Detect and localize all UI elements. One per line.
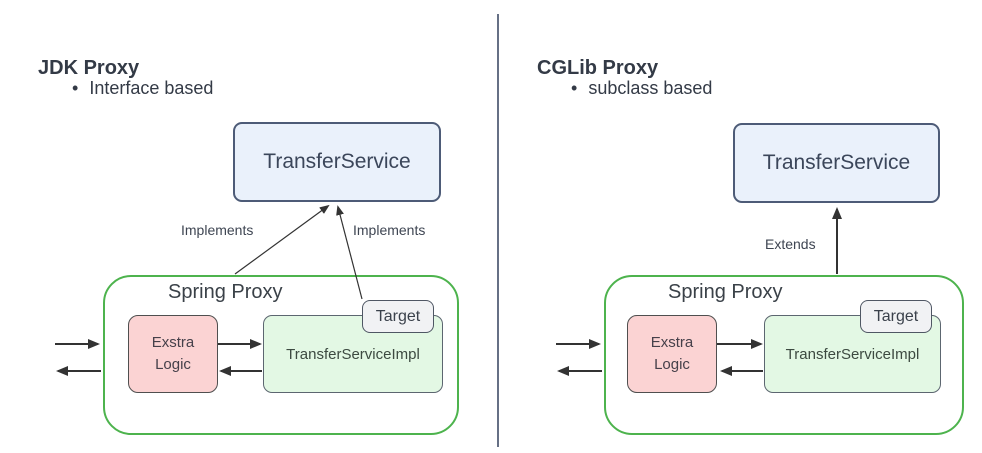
cglib-extends-label: Extends — [765, 236, 816, 252]
cglib-target-tab: Target — [860, 300, 932, 333]
jdk-spring-proxy-label: Spring Proxy — [168, 281, 283, 303]
jdk-transferserviceimpl-label: TransferServiceImpl — [286, 345, 420, 363]
jdk-target-label: Target — [375, 307, 421, 325]
jdk-bullet-text: Interface based — [89, 78, 214, 98]
cglib-panel-title: CGLib Proxy — [537, 56, 659, 79]
cglib-bullet-row: • subclass based — [571, 78, 712, 99]
cglib-target-label: Target — [873, 307, 919, 325]
cglib-extra-logic-node: Exstra Logic — [627, 315, 717, 393]
cglib-transferservice-label: TransferService — [762, 151, 911, 174]
jdk-implements-label-2: Implements — [353, 222, 426, 238]
jdk-panel-title: JDK Proxy — [38, 56, 140, 79]
jdk-extra-logic-label: Exstra Logic — [151, 334, 195, 373]
jdk-target-tab: Target — [362, 300, 434, 333]
jdk-transferservice-node: TransferService — [233, 122, 441, 202]
jdk-implements-label-1: Implements — [181, 222, 254, 238]
jdk-extra-logic-node: Exstra Logic — [128, 315, 218, 393]
cglib-transferservice-node: TransferService — [733, 123, 940, 203]
cglib-bullet-text: subclass based — [588, 78, 713, 98]
bullet-dot: • — [571, 78, 578, 98]
cglib-transferserviceimpl-label: TransferServiceImpl — [785, 345, 920, 363]
cglib-spring-proxy-label: Spring Proxy — [668, 281, 783, 303]
bullet-dot: • — [72, 78, 79, 98]
jdk-proxy-implements-arrow — [234, 204, 330, 275]
panel-divider — [497, 14, 499, 447]
jdk-bullet-row: • Interface based — [72, 78, 213, 99]
cglib-extra-logic-label: Exstra Logic — [650, 334, 694, 373]
jdk-transferservice-label: TransferService — [263, 150, 411, 173]
